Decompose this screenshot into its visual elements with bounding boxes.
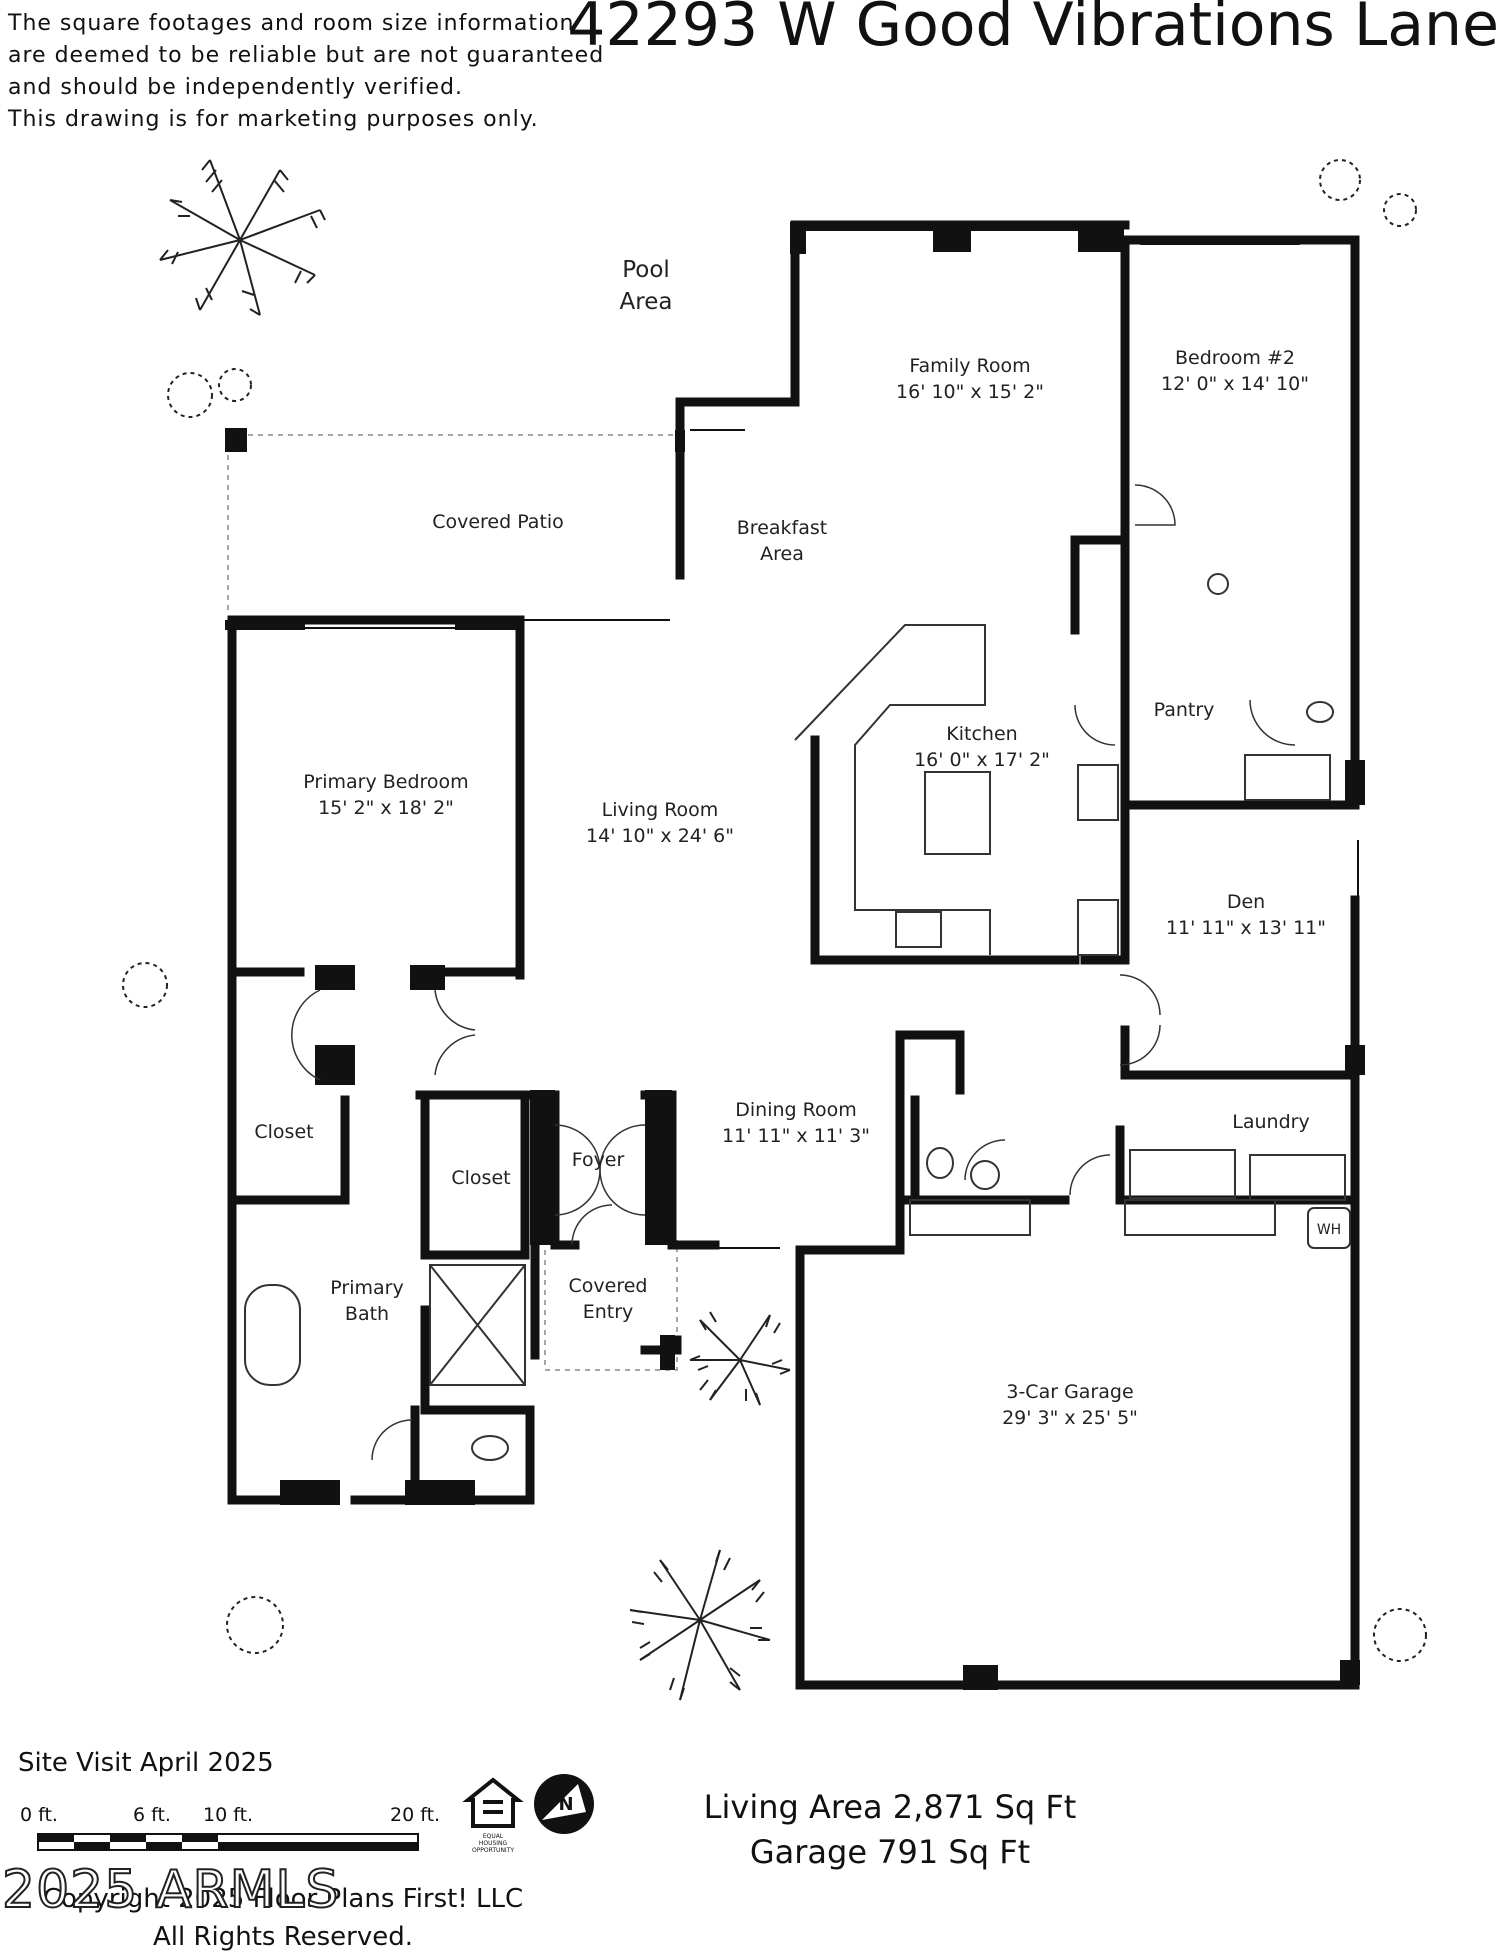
room-label-garage: 3-Car Garage — [1006, 1381, 1133, 1403]
living-area-total: Living Area 2,871 Sq Ft — [703, 1788, 1077, 1826]
walls — [227, 220, 1360, 1690]
door-swings — [291, 484, 1296, 1461]
room-label-foyer: Foyer — [572, 1149, 625, 1171]
scale-bar — [37, 1833, 419, 1851]
equal-housing-logo: EQUAL HOUSING OPPORTUNITY — [462, 1777, 524, 1854]
scale-label: 6 ft. — [133, 1804, 171, 1826]
copyright-line: Copyright 2025 Floor Plans First! LLC — [42, 1884, 524, 1914]
disclaimer-line: and should be independently verified. — [8, 75, 464, 100]
equal-housing-text: HOUSING — [479, 1840, 508, 1847]
room-dims-bedroom-2: 12' 0" x 14' 10" — [1161, 373, 1309, 395]
room-label-primary-bath-2: Bath — [345, 1303, 389, 1325]
equal-housing-text: EQUAL — [483, 1833, 504, 1840]
palm-tree-icon — [159, 159, 791, 1701]
kitchen-counters — [794, 624, 1346, 1236]
room-label-kitchen: Kitchen — [946, 723, 1017, 745]
room-label-pool-area: Pool — [622, 257, 670, 283]
room-label-family-room: Family Room — [909, 355, 1030, 377]
room-label-closet: Closet — [254, 1121, 313, 1143]
scale-label: 10 ft. — [203, 1804, 254, 1826]
disclaimer-line: This drawing is for marketing purposes o… — [8, 107, 539, 132]
room-label-covered-entry-2: Entry — [583, 1301, 634, 1323]
bath-fixtures — [244, 573, 1351, 1461]
shrub-icon — [122, 159, 1427, 1662]
room-labels: Pool Area Family Room 16' 10" x 15' 2" B… — [254, 257, 1341, 1429]
room-label-covered-patio: Covered Patio — [432, 511, 564, 533]
scale-label: 0 ft. — [20, 1804, 58, 1826]
equal-housing-text: OPPORTUNITY — [472, 1847, 514, 1854]
room-label-den: Den — [1227, 891, 1265, 913]
room-label-laundry: Laundry — [1232, 1111, 1309, 1133]
room-label-breakfast: Breakfast — [737, 517, 827, 539]
room-label-living-room: Living Room — [602, 799, 719, 821]
water-heater-label: WH — [1317, 1222, 1341, 1238]
disclaimer-line: The square footages and room size inform… — [8, 11, 575, 36]
room-dims-dining-room: 11' 11" x 11' 3" — [722, 1125, 870, 1147]
room-dims-family-room: 16' 10" x 15' 2" — [896, 381, 1044, 403]
room-label-primary-bedroom: Primary Bedroom — [303, 771, 468, 793]
room-label-breakfast-2: Area — [760, 543, 804, 565]
property-address-title: 42293 W Good Vibrations Lane — [567, 0, 1499, 60]
copyright: Copyright 2025 Floor Plans First! LLC Al… — [18, 1880, 548, 1951]
copyright-line: All Rights Reserved. — [152, 1922, 414, 1951]
wall-piers — [225, 222, 1365, 1690]
room-label-primary-bath: Primary — [330, 1277, 403, 1299]
dashed-outline — [227, 434, 680, 1371]
room-label-dining-room: Dining Room — [735, 1099, 856, 1121]
room-dims-living-room: 14' 10" x 24' 6" — [586, 825, 734, 847]
room-dims-garage: 29' 3" x 25' 5" — [1002, 1407, 1138, 1429]
room-label-bedroom-2: Bedroom #2 — [1175, 347, 1295, 369]
room-dims-den: 11' 11" x 13' 11" — [1166, 917, 1326, 939]
room-dims-primary-bedroom: 15' 2" x 18' 2" — [318, 797, 454, 819]
room-label-pool-area-2: Area — [620, 289, 673, 315]
room-label-covered-entry: Covered — [569, 1275, 648, 1297]
compass-north-arrow-icon: N — [534, 1774, 594, 1834]
compass-letter: N — [558, 1794, 573, 1815]
room-label-pantry: Pantry — [1154, 699, 1215, 721]
garage-area-total: Garage 791 Sq Ft — [749, 1833, 1031, 1871]
scale-label: 20 ft. — [390, 1804, 441, 1826]
room-label-closet-2: Closet — [451, 1167, 510, 1189]
disclaimer-line: are deemed to be reliable but are not gu… — [8, 43, 605, 68]
room-dims-kitchen: 16' 0" x 17' 2" — [914, 749, 1050, 771]
site-visit-date: Site Visit April 2025 — [18, 1748, 274, 1778]
disclaimer: The square footages and room size inform… — [8, 8, 604, 136]
windows — [305, 222, 1359, 1684]
armls-watermark: 2025 ARMLS — [1, 1859, 340, 1921]
